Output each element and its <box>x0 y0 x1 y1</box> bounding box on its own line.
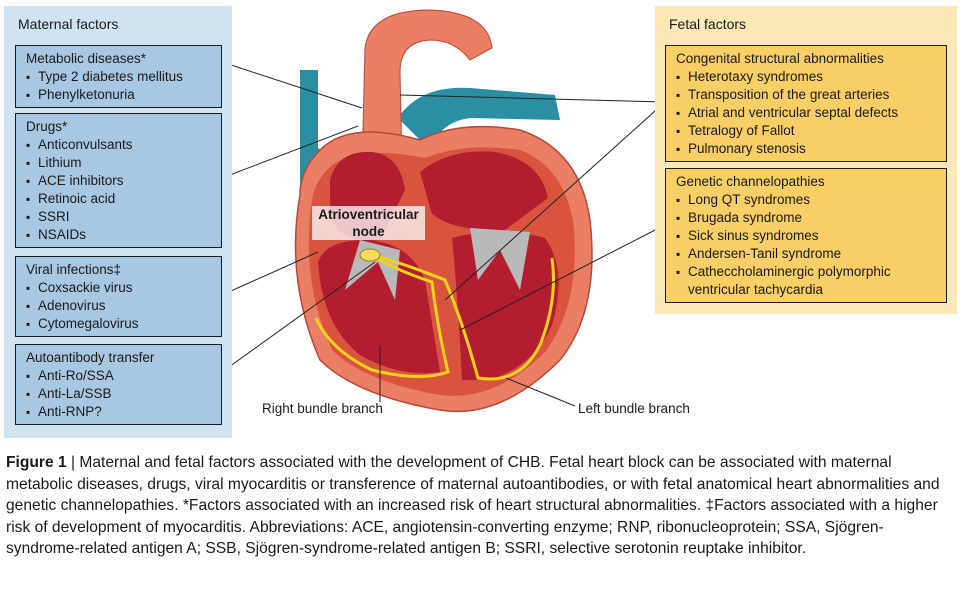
box-title: Viral infections‡ <box>26 262 122 277</box>
aorta <box>361 9 493 171</box>
figure-caption: Figure 1 | Maternal and fetal factors as… <box>6 452 956 560</box>
left-bundle-branch-label: Left bundle branch <box>578 401 690 416</box>
list-item: Anti-Ro/SSA <box>26 367 215 385</box>
box-title: Autoantibody transfer <box>26 350 155 365</box>
box-title: Metabolic diseases* <box>26 51 147 66</box>
av-node-label: Atrioventricular node <box>312 206 425 240</box>
list-item: Anti-La/SSB <box>26 385 215 403</box>
list-item: SSRI <box>26 208 215 226</box>
tricuspid-valve <box>345 240 400 300</box>
list-item: Type 2 diabetes mellitus <box>26 68 215 86</box>
maternal-factors-panel: Maternal factors Metabolic diseases* Typ… <box>4 6 232 438</box>
list-item: Retinoic acid <box>26 190 215 208</box>
caption-text: Maternal and fetal factors associated wi… <box>6 454 940 557</box>
av-node-shape <box>359 248 381 262</box>
list-item: Sick sinus syndromes <box>676 227 940 245</box>
left-atrium <box>420 151 548 231</box>
figure-label: Figure 1 <box>6 454 67 471</box>
list-item: Anticonvulsants <box>26 136 215 154</box>
metabolic-diseases-box: Metabolic diseases* Type 2 diabetes mell… <box>15 45 222 108</box>
box-title: Genetic channelopathies <box>676 174 825 189</box>
list-item: NSAIDs <box>26 226 215 244</box>
mitral-valve <box>470 228 530 290</box>
list-item: Andersen-Tanil syndrome <box>676 245 940 263</box>
list-item: Long QT syndromes <box>676 191 940 209</box>
congenital-abnormalities-box: Congenital structural abnormalities Hete… <box>665 45 947 162</box>
list-item: Pulmonary stenosis <box>676 140 940 158</box>
maternal-factors-title: Maternal factors <box>18 16 119 32</box>
list-item: Heterotaxy syndromes <box>676 68 940 86</box>
left-bundle-branch-path <box>371 253 555 381</box>
right-bundle-branch-label: Right bundle branch <box>262 401 383 416</box>
av-node-label-bg <box>312 206 425 240</box>
list-item: Transposition of the great arteries <box>676 86 940 104</box>
list-item: Brugada syndrome <box>676 209 940 227</box>
caption-separator: | <box>66 454 80 471</box>
list-item: Anti-RNP? <box>26 403 215 421</box>
list-item: Atrial and ventricular septal defects <box>676 104 940 122</box>
leader-lines <box>221 61 666 407</box>
drugs-box: Drugs* Anticonvulsants Lithium ACE inhib… <box>15 113 222 248</box>
list-item: ACE inhibitors <box>26 172 215 190</box>
fetal-factors-panel: Fetal factors Congenital structural abno… <box>655 6 957 314</box>
list-item: Cytomegalovirus <box>26 315 215 333</box>
box-title: Congenital structural abnormalities <box>676 51 884 66</box>
list-item: Lithium <box>26 154 215 172</box>
list-item: Adenovirus <box>26 297 215 315</box>
list-item: Tetralogy of Fallot <box>676 122 940 140</box>
list-item: Coxsackie virus <box>26 279 215 297</box>
viral-infections-box: Viral infections‡ Coxsackie virus Adenov… <box>15 256 222 337</box>
box-title: Drugs* <box>26 119 68 134</box>
heart-illustration <box>221 9 666 413</box>
list-item: Phenylketonuria <box>26 86 215 104</box>
av-node-label-line2: node <box>352 224 385 239</box>
genetic-channelopathies-box: Genetic channelopathies Long QT syndrome… <box>665 168 947 303</box>
av-node-label-line1: Atrioventricular <box>318 207 419 222</box>
fetal-factors-title: Fetal factors <box>669 16 747 32</box>
list-item: Catheccholaminergic polymorphic ventricu… <box>676 263 940 299</box>
autoantibody-transfer-box: Autoantibody transfer Anti-Ro/SSA Anti-L… <box>15 344 222 425</box>
right-bundle-branch-path <box>314 253 450 379</box>
